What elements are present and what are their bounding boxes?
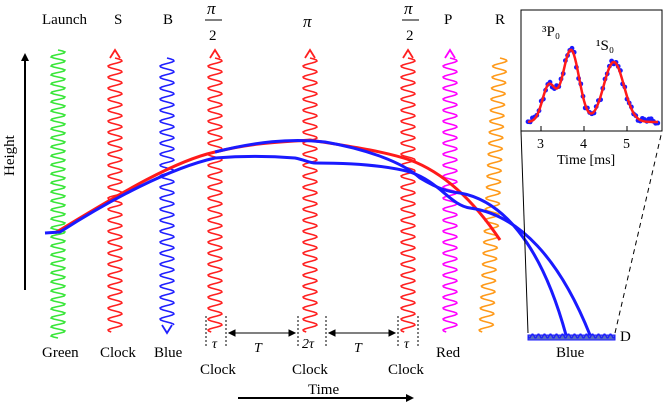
label-pi-half-1-den: 2 (209, 28, 217, 44)
inset-label-3p0: ³P₀ (542, 24, 560, 40)
label-2tau: 2τ (302, 337, 315, 352)
launch-pulse (49, 49, 67, 339)
label-p: P (444, 12, 452, 28)
inset-xlabel: Time [ms] (557, 153, 615, 168)
label-red: Red (436, 345, 461, 361)
clock-pulse-pi-half-1-arrowhead (209, 48, 221, 59)
label-blue-b: Blue (154, 345, 183, 361)
blue-pulse-b-arrowhead (161, 324, 173, 335)
inset-projection-left (520, 130, 529, 334)
clock-pulse-pi-half-2-arrowhead (402, 48, 414, 59)
clock-pulse-pi-half-1 (206, 57, 224, 333)
label-tau-3: τ (404, 337, 410, 352)
label-clock-s: Clock (100, 345, 136, 361)
inset-xtick-4: 4 (580, 137, 587, 152)
label-clock-1: Clock (200, 362, 236, 378)
inset-xtick-5: 5 (623, 137, 630, 152)
red-pulse-p (441, 57, 459, 333)
blue-trajectory-lower (214, 138, 568, 336)
label-clock-3: Clock (388, 362, 424, 378)
label-pi-half-1-num: π (207, 0, 216, 18)
repump-pulse-r (478, 57, 508, 333)
label-clock-2: Clock (292, 362, 328, 378)
inset-projection-right (614, 130, 663, 334)
timing-brackets (205, 316, 419, 348)
label-green: Green (42, 345, 79, 361)
label-T-2: T (354, 341, 363, 356)
label-tau-1: τ (212, 337, 218, 352)
red-pulse-p-arrowhead (444, 48, 456, 59)
clock-pulse-pi-half-2 (399, 57, 417, 333)
height-axis-label: Height (2, 134, 18, 176)
blue-trajectory-upper (44, 155, 592, 336)
inset-plot: 3 4 5 Time [ms] ³P₀ ¹S₀ (520, 9, 663, 168)
blue-pulse-b (158, 57, 176, 326)
label-s: S (114, 12, 122, 28)
inset-xtick-3: 3 (537, 137, 544, 152)
detector-label: D (620, 329, 631, 345)
label-pi-half-2-den: 2 (406, 28, 414, 44)
label-b: B (163, 12, 173, 28)
inset-fit-curve (527, 48, 659, 124)
inset-frame (520, 9, 663, 132)
detector-blue-label: Blue (556, 345, 585, 361)
timing-arrows (227, 329, 397, 337)
clock-pulse-s-arrowhead (109, 48, 121, 59)
label-pi: π (303, 12, 312, 31)
label-pi-half-2-num: π (404, 0, 413, 18)
inset-label-1s0: ¹S₀ (596, 38, 614, 54)
label-T-1: T (254, 341, 263, 356)
clock-pulse-pi-arrowhead (304, 48, 316, 59)
time-axis-label: Time (308, 382, 339, 398)
clock-pulse-pi (301, 57, 319, 333)
label-r: R (495, 12, 505, 28)
label-launch: Launch (42, 12, 87, 28)
detector-wave (527, 333, 616, 339)
